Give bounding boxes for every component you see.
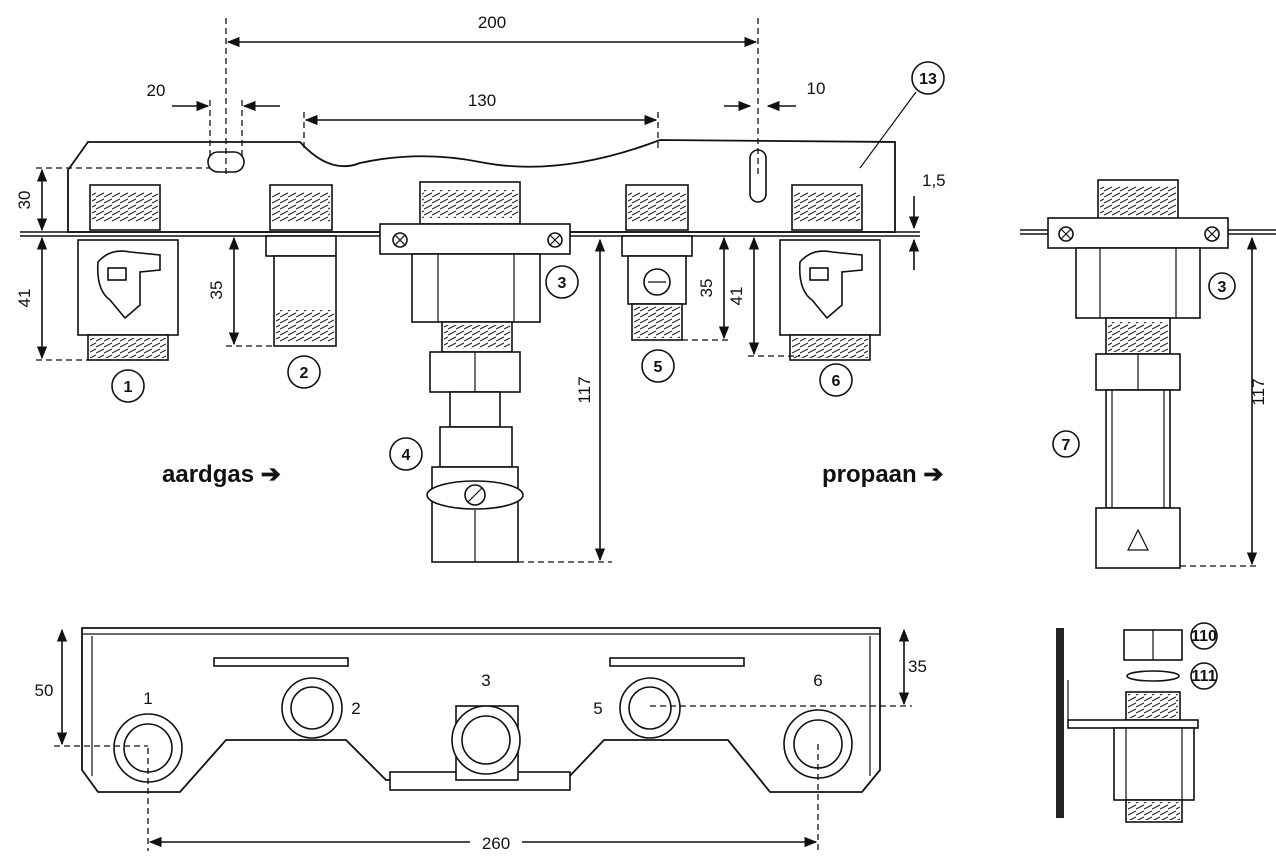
slot-left [213, 657, 349, 667]
callout-13-circle [911, 61, 945, 95]
hole-5-inner [628, 686, 672, 730]
dim-30: 30 [15, 191, 34, 210]
callout-4: 4 [402, 447, 411, 464]
propane-view: 3 7 117 [1020, 179, 1276, 569]
dim-1-5: 1,5 [922, 171, 946, 190]
callout-111-circle [1190, 662, 1218, 690]
mount-slot-right [749, 149, 767, 203]
callout-111: 111 [1192, 668, 1217, 685]
dim-117-main: 117 [575, 376, 594, 403]
callout-110: 110 [1191, 628, 1217, 645]
label-propane: propaan ➔ [822, 461, 943, 488]
callout-13: 13 [919, 71, 937, 88]
upper-stubs [89, 181, 863, 231]
dim-260: 260 [482, 834, 510, 851]
propane-clamp [1047, 217, 1229, 249]
callout-4-circle [389, 437, 423, 471]
callout-2-circle [287, 355, 321, 389]
callout-1: 1 [124, 379, 133, 396]
front-view: 200 130 20 10 13 1,5 30 41 [15, 13, 946, 563]
dim-41-right: 41 [727, 287, 746, 306]
bottom-view: 1 2 3 5 6 50 35 260 [35, 627, 927, 853]
hole-3-inner [461, 715, 511, 765]
tap-4 [426, 351, 524, 563]
dim-200: 200 [478, 13, 506, 32]
dim-35-left: 35 [207, 281, 226, 300]
triangle-mark-icon [1127, 528, 1149, 551]
callout-13-leader [859, 91, 917, 169]
callout-3-side: 3 [1218, 279, 1227, 296]
detail-body [1113, 727, 1195, 801]
wall-section [1056, 628, 1064, 818]
dim-117-side: 117 [1249, 378, 1268, 405]
callout-1-circle [111, 369, 145, 403]
detail-bracket [1067, 719, 1199, 729]
callout-3: 3 [558, 275, 567, 292]
valve-1 [77, 239, 179, 361]
dim-20: 20 [147, 81, 166, 100]
dim-130: 130 [468, 91, 496, 110]
dim-35-bottom: 35 [908, 657, 927, 676]
clamp-block-3 [379, 223, 571, 353]
label-natural-gas: aardgas ➔ [162, 461, 281, 488]
callout-2: 2 [300, 365, 309, 382]
hole-2-inner [290, 686, 334, 730]
detail-view: 110 111 [1056, 622, 1218, 823]
callout-6-circle [819, 363, 853, 397]
slot-right [609, 657, 745, 667]
bottom-callout-2: 2 [351, 699, 360, 718]
propane-regulator-7 [1105, 389, 1171, 509]
valve-6 [779, 239, 881, 361]
callout-7-circle [1052, 430, 1080, 458]
callout-6: 6 [832, 373, 841, 390]
valve-5 [621, 235, 693, 341]
callout-5: 5 [654, 359, 663, 376]
dim-50: 50 [35, 681, 54, 700]
detail-washer-111 [1126, 670, 1180, 682]
bottom-callout-3: 3 [481, 671, 490, 690]
callout-3-circle [545, 265, 579, 299]
propane-hex [1095, 507, 1181, 569]
callout-7: 7 [1062, 437, 1071, 454]
callout-110-circle [1190, 622, 1218, 650]
bottom-callout-5: 5 [593, 699, 602, 718]
dim-35-right: 35 [697, 279, 716, 298]
callout-3-side-circle [1208, 272, 1236, 300]
bottom-callout-1: 1 [143, 689, 152, 708]
fitting-2 [265, 235, 337, 347]
bottom-callout-6: 6 [813, 671, 822, 690]
dim-10: 10 [807, 79, 826, 98]
dim-41-left: 41 [15, 289, 34, 308]
callout-5-circle [641, 349, 675, 383]
